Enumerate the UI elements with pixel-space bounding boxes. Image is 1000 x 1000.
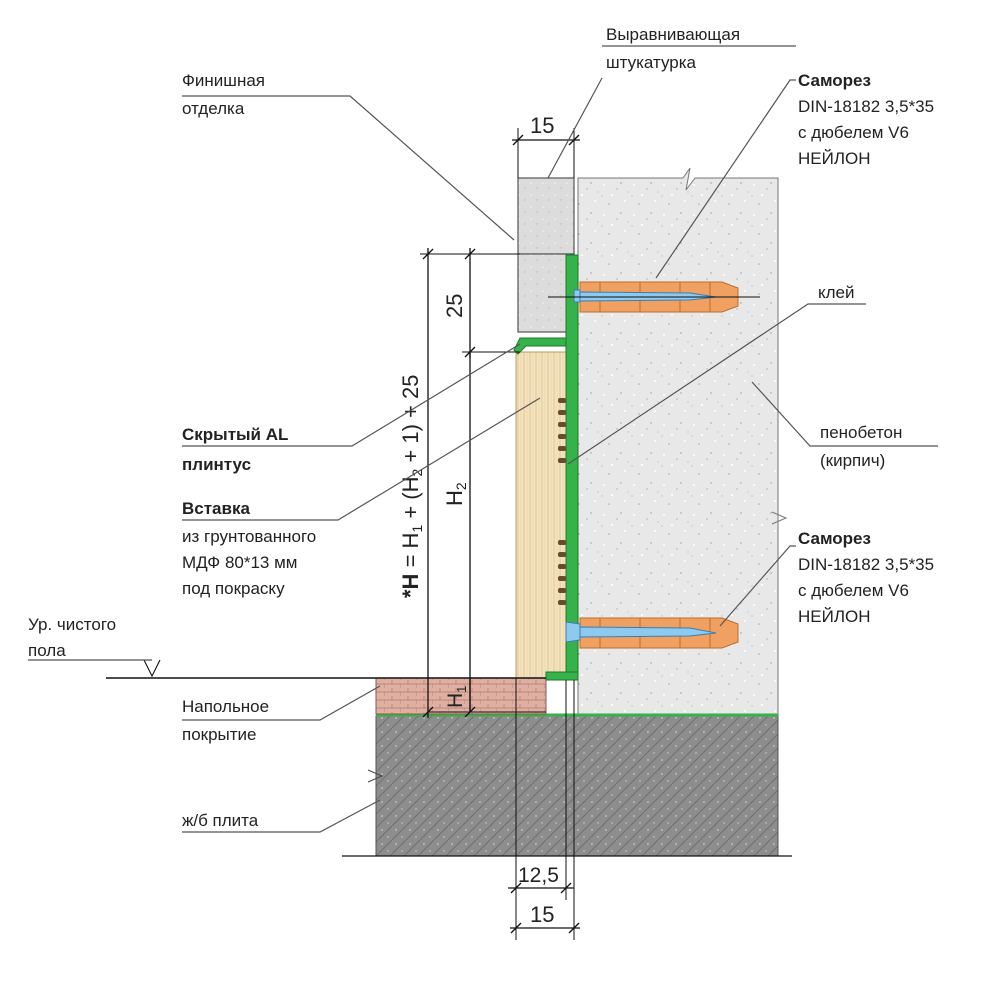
dim-h1-label: H1	[444, 686, 469, 708]
dim-bottom-width	[510, 922, 580, 934]
dim-h1	[428, 678, 546, 713]
finish-plaster-upper	[517, 177, 575, 255]
wall-break-mark	[771, 511, 788, 525]
dim-top-width-value: 15	[530, 113, 554, 138]
label-slab: ж/б плита	[182, 811, 259, 830]
dim-h2-label: H2	[442, 482, 469, 506]
label-screw-top-title: Саморез	[798, 71, 871, 90]
dim-bottom-offset	[508, 678, 575, 940]
label-screw-bottom-title: Саморез	[798, 529, 871, 548]
label-foam-concrete: пенобетон(кирпич)	[820, 423, 902, 470]
glue-dots	[558, 398, 566, 605]
leader-glue	[567, 303, 866, 465]
dim-top-height-value: 25	[442, 294, 467, 318]
slab-break-mark	[367, 769, 384, 783]
leader-slab	[182, 799, 381, 833]
bottom-screw-dowel	[565, 617, 739, 649]
mdf-insert	[515, 351, 567, 679]
leader-foam-concrete	[751, 381, 938, 447]
label-hidden-plinth-sub: плинтус	[182, 455, 251, 474]
leader-finish	[182, 95, 515, 241]
label-insert-title: Вставка	[182, 499, 250, 518]
al-plinth-top-lip	[513, 337, 567, 355]
dim-top-height	[462, 248, 520, 358]
leader-insert	[182, 397, 541, 521]
formula-overall-height: *H = H1 + (H2 + 1) + 25	[398, 375, 425, 599]
leader-screw-bottom	[719, 545, 796, 627]
floor-covering	[375, 677, 547, 715]
dim-bottom-width-value: 15	[530, 902, 554, 927]
al-plinth-bottom-lip	[545, 671, 579, 681]
leader-floor-covering	[182, 685, 381, 721]
leader-screw-top	[655, 79, 796, 279]
label-hidden-plinth-title: Скрытый AL	[182, 425, 288, 444]
leader-leveling-plaster-diag	[547, 77, 603, 179]
dim-h2	[464, 352, 476, 718]
dim-overall-h	[420, 248, 462, 718]
dim-bottom-offset-value: 12,5	[518, 864, 559, 887]
floor-level-arrow	[143, 659, 161, 678]
concrete-slab	[375, 715, 779, 857]
al-plinth-profile	[565, 254, 579, 677]
leader-hidden-plinth	[182, 343, 521, 447]
label-glue: клей	[818, 283, 855, 302]
